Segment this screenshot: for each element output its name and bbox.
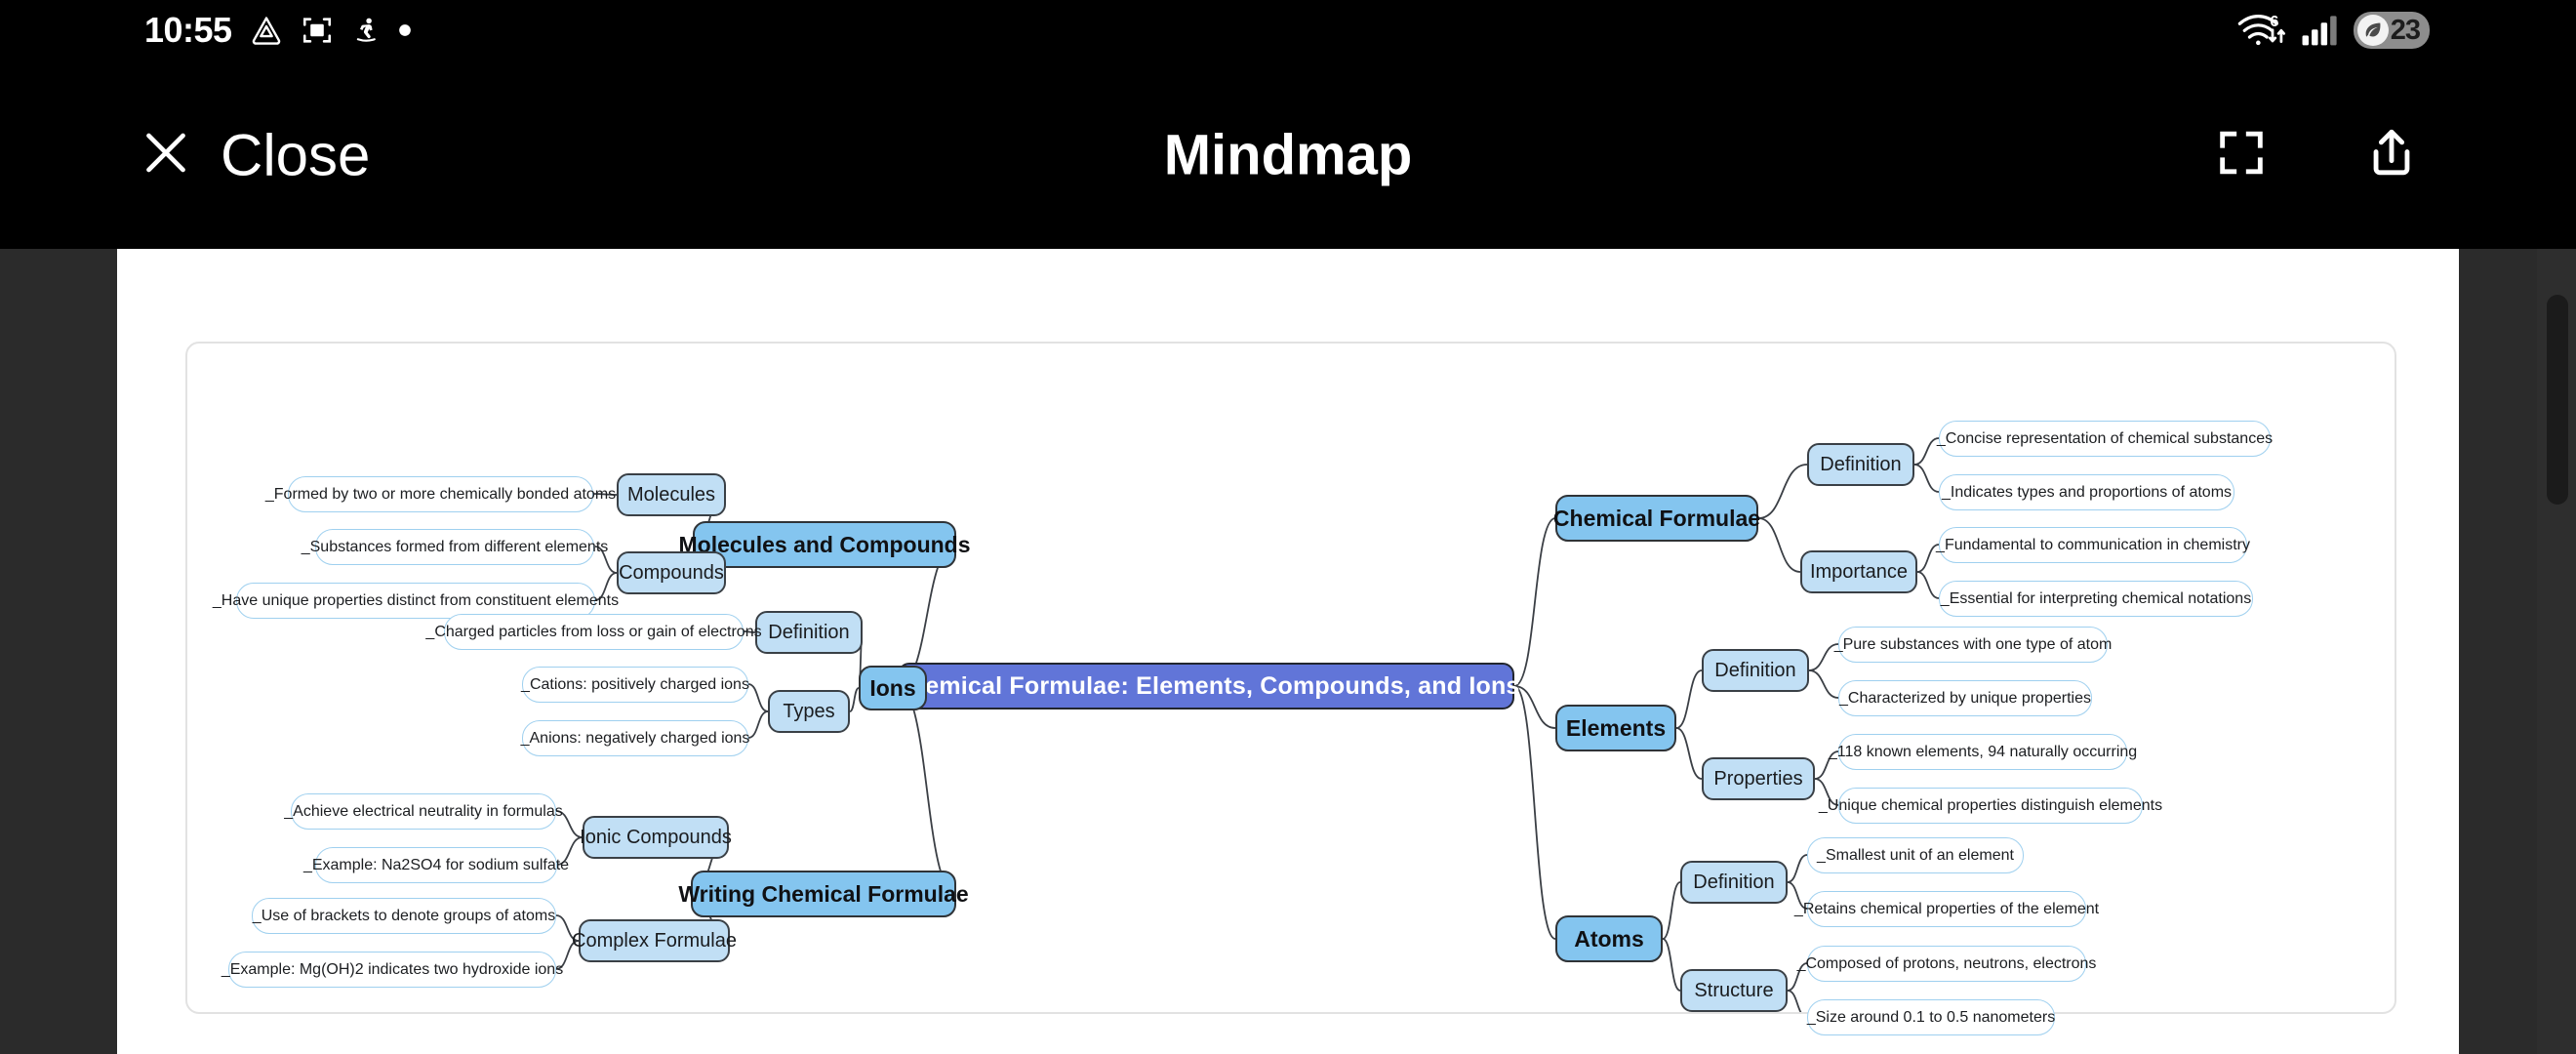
mindmap-leaf[interactable]: _Formed by two or more chemically bonded… — [265, 476, 616, 512]
mindmap-leaf[interactable]: _Cations: positively charged ions — [521, 667, 749, 703]
share-icon[interactable] — [2363, 124, 2420, 185]
mindmap-node-complex-formulae[interactable]: Complex Formulae — [572, 919, 737, 962]
mindmap-node-elements[interactable]: Elements — [1555, 705, 1676, 751]
mindmap-node-el-definition[interactable]: Definition — [1702, 649, 1809, 692]
mindmap-node-el-properties[interactable]: Properties — [1702, 757, 1815, 800]
mindmap-leaf[interactable]: _Characterized by unique properties — [1838, 680, 2092, 716]
battery-indicator: 23 — [2353, 12, 2430, 49]
mindmap-node-at-definition[interactable]: Definition — [1680, 861, 1788, 904]
mindmap-node-ions-types[interactable]: Types — [768, 690, 850, 733]
content-page: Chemical Formulae: Elements, Compounds, … — [0, 249, 2576, 1054]
mindmap-sheet: Chemical Formulae: Elements, Compounds, … — [117, 249, 2459, 1054]
mindmap-node-molecules[interactable]: Molecules — [617, 473, 726, 516]
mindmap-node-ions-definition[interactable]: Definition — [755, 611, 863, 654]
mindmap-leaf[interactable]: _Retains chemical properties of the elem… — [1794, 891, 2099, 927]
mindmap-leaf[interactable]: _Fundamental to communication in chemist… — [1936, 527, 2250, 563]
mindmap-node-cf-importance[interactable]: Importance — [1800, 550, 1917, 593]
status-bar-right: 6 23 — [2236, 0, 2430, 61]
mindmap-node-molecules-and-compounds[interactable]: Molecules and Compounds — [678, 521, 971, 568]
mindmap-leaf[interactable]: _Unique chemical properties distinguish … — [1819, 788, 2162, 824]
page-title: Mindmap — [1163, 123, 1413, 186]
mindmap-leaf[interactable]: _Size around 0.1 to 0.5 nanometers — [1807, 999, 2055, 1035]
screenshot-icon — [301, 14, 334, 47]
mindmap-leaf[interactable]: _Anions: negatively charged ions — [521, 720, 749, 756]
header-actions — [2213, 124, 2420, 185]
mindmap-node-writing-chemical-formulae[interactable]: Writing Chemical Formulae — [678, 871, 969, 917]
mindmap-leaf[interactable]: _Example: Na2SO4 for sodium sulfate — [303, 847, 569, 883]
mindmap-node-cf-definition[interactable]: Definition — [1807, 443, 1914, 486]
fullscreen-icon[interactable] — [2213, 124, 2270, 185]
status-bar-left: 10:55 — [144, 0, 412, 61]
mindmap-root-node[interactable]: Chemical Formulae: Elements, Compounds, … — [892, 663, 1519, 709]
mindmap-leaf[interactable]: _Essential for interpreting chemical not… — [1939, 581, 2253, 617]
clock: 10:55 — [144, 10, 232, 50]
mindmap-leaf[interactable]: _Smallest unit of an element — [1807, 837, 2024, 873]
mindmap-leaf[interactable]: _Have unique properties distinct from co… — [213, 583, 619, 619]
status-bar: 10:55 — [0, 0, 2576, 61]
mindmap-leaf[interactable]: _118 known elements, 94 naturally occurr… — [1829, 734, 2137, 770]
mindmap-node-ionic-compounds[interactable]: Ionic Compounds — [580, 816, 732, 859]
battery-percent: 23 — [2390, 14, 2421, 46]
mindmap-node-atoms[interactable]: Atoms — [1555, 915, 1663, 962]
mindmap-node-compounds[interactable]: Compounds — [617, 551, 726, 594]
triangle-alert-icon — [250, 14, 283, 47]
mindmap-leaf[interactable]: _Substances formed from different elemen… — [302, 529, 608, 565]
snowboarder-icon — [351, 14, 381, 47]
mindmap-node-chemical-formulae[interactable]: Chemical Formulae — [1553, 495, 1760, 542]
wifi-icon: 6 — [2236, 11, 2287, 50]
mindmap-leaf[interactable]: _Concise representation of chemical subs… — [1937, 421, 2273, 457]
mindmap-node-ions[interactable]: Ions — [859, 666, 927, 710]
close-icon — [137, 123, 195, 186]
mindmap-leaf[interactable]: _Pure substances with one type of atom — [1834, 627, 2112, 663]
vertical-scrollbar-thumb[interactable] — [2547, 295, 2568, 505]
mindmap-leaf[interactable]: _Achieve electrical neutrality in formul… — [284, 793, 563, 830]
mindmap-leaf[interactable]: _Composed of protons, neutrons, electron… — [1797, 946, 2096, 982]
dot-icon — [398, 23, 412, 37]
mindmap-node-at-structure[interactable]: Structure — [1680, 969, 1788, 1012]
app-header: Close Mindmap — [0, 61, 2576, 249]
mindmap-leaf[interactable]: _Indicates types and proportions of atom… — [1939, 474, 2234, 510]
mindmap-leaf[interactable]: _Charged particles from loss or gain of … — [425, 614, 762, 650]
mindmap-card: Chemical Formulae: Elements, Compounds, … — [185, 342, 2396, 1035]
close-button[interactable]: Close — [137, 121, 370, 188]
leaf-icon — [2356, 15, 2389, 46]
svg-text:6: 6 — [2270, 13, 2278, 30]
mindmap-leaf[interactable]: _Use of brackets to denote groups of ato… — [252, 898, 556, 934]
mindmap-leaf[interactable]: _Example: Mg(OH)2 indicates two hydroxid… — [221, 952, 563, 988]
signal-bars-icon — [2301, 13, 2340, 48]
close-button-label: Close — [221, 122, 371, 187]
